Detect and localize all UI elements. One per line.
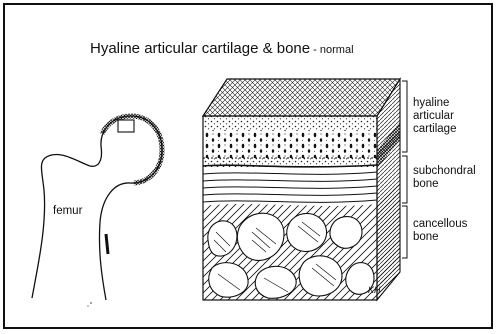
- label-femur: femur: [53, 205, 82, 218]
- label-line: hyaline: [413, 97, 456, 110]
- label-line: cartilage: [413, 123, 456, 136]
- top-face: [203, 79, 400, 116]
- label-hyaline-cartilage: hyaline articular cartilage: [413, 97, 456, 136]
- label-line: cancellous: [413, 218, 467, 231]
- label-line: bone: [413, 231, 467, 244]
- label-subchondral-bone: subchondral bone: [413, 165, 476, 191]
- tissue-block: [203, 79, 400, 300]
- label-cancellous-bone: cancellous bone: [413, 218, 467, 244]
- label-brackets: [402, 81, 407, 258]
- label-line: articular: [413, 110, 456, 123]
- femur-drawing: [32, 116, 162, 307]
- artist-signature: KH: [368, 284, 381, 297]
- label-line: bone: [413, 178, 476, 191]
- label-line: subchondral: [413, 165, 476, 178]
